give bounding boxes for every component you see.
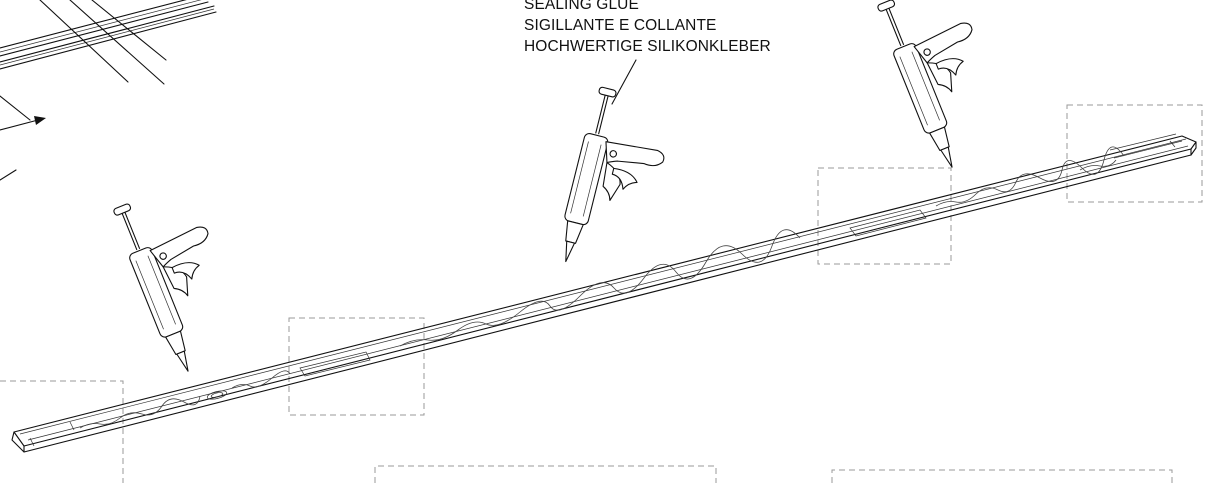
frame-left-joint bbox=[288, 317, 425, 416]
callout-line-english: SEALING GLUE bbox=[524, 0, 639, 13]
frame-bottom-center bbox=[374, 465, 717, 483]
callout-line-italian: SIGILLANTE E COLLANTE bbox=[524, 17, 717, 34]
glue-gun-icon bbox=[109, 179, 254, 377]
detail-top-left bbox=[0, 0, 217, 181]
frame-bottom-left bbox=[0, 380, 124, 483]
frame-center-joint bbox=[817, 167, 952, 265]
frame-bottom-right bbox=[831, 469, 1173, 483]
glue-gun-icon bbox=[873, 0, 1018, 173]
callout-line-german: HOCHWERTIGE SILIKONKLEBER bbox=[524, 38, 771, 55]
callout-leader bbox=[611, 59, 637, 105]
sealing-glue-callout: SEALING GLUE SIGILLANTE E COLLANTE HOCHW… bbox=[524, 0, 771, 57]
frame-right-end bbox=[1066, 104, 1203, 203]
sealing-strip bbox=[11, 133, 1197, 453]
glue-gun-icon bbox=[553, 85, 678, 280]
